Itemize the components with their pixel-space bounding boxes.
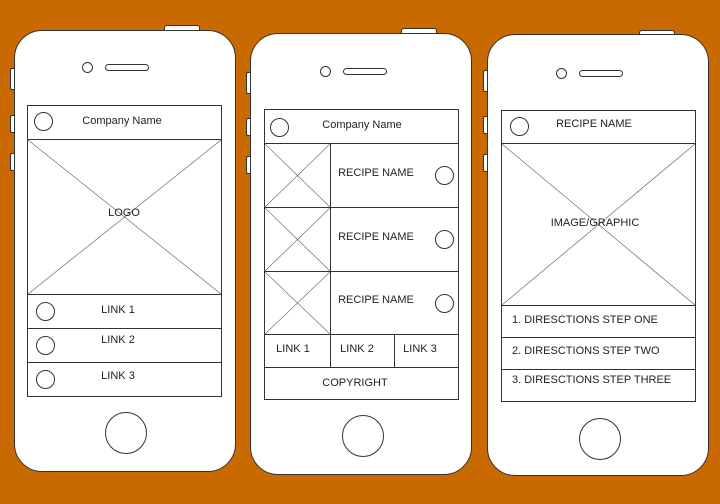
- nav-link-row[interactable]: [27, 328, 222, 363]
- footer-link-3[interactable]: LINK 3: [403, 343, 437, 355]
- recipe-thumbnail: [264, 143, 331, 208]
- page-title: RECIPE NAME: [556, 118, 632, 130]
- footer-link-1[interactable]: LINK 1: [276, 343, 310, 355]
- home-button[interactable]: [579, 418, 621, 460]
- phone-3-side-button: [483, 70, 488, 92]
- header-circle-icon: [510, 117, 529, 136]
- footer-link-2[interactable]: LINK 2: [340, 343, 374, 355]
- home-button[interactable]: [342, 415, 384, 457]
- recipe-circle-icon: [435, 166, 454, 185]
- link-2[interactable]: LINK 2: [101, 334, 135, 346]
- direction-step: 2. DIRESCTIONS STEP TWO: [512, 345, 660, 357]
- link-circle-icon: [36, 336, 55, 355]
- direction-step: 3. DIRESCTIONS STEP THREE: [512, 374, 672, 386]
- placeholder-cross-icon: [265, 272, 330, 334]
- placeholder-cross-icon: [265, 144, 330, 207]
- recipe-thumbnail: [264, 271, 331, 335]
- camera-icon: [556, 68, 567, 79]
- direction-step-row: [501, 369, 696, 402]
- placeholder-cross-icon: [28, 140, 221, 294]
- header-circle-icon: [270, 118, 289, 137]
- logo-label: LOGO: [108, 207, 140, 219]
- phone-1-top-button: [164, 25, 200, 32]
- camera-icon: [82, 62, 93, 73]
- recipe-name[interactable]: RECIPE NAME: [338, 231, 414, 243]
- direction-step: 1. DIRESCTIONS STEP ONE: [512, 314, 658, 326]
- link-circle-icon: [36, 370, 55, 389]
- logo-placeholder: [27, 139, 222, 295]
- phone-3-side-button: [483, 154, 488, 172]
- speaker-icon: [579, 70, 623, 77]
- header-bar: [501, 110, 696, 144]
- phone-1-side-button: [10, 115, 15, 133]
- phone-3-top-button: [639, 30, 675, 37]
- page-title: Company Name: [82, 115, 162, 127]
- page-title: Company Name: [322, 119, 402, 131]
- link-circle-icon: [36, 302, 55, 321]
- nav-link-row[interactable]: [27, 362, 222, 397]
- phone-1-side-button: [10, 68, 15, 90]
- nav-link-row[interactable]: [27, 294, 222, 329]
- phone-3-side-button: [483, 116, 488, 134]
- placeholder-cross-icon: [265, 208, 330, 271]
- recipe-name[interactable]: RECIPE NAME: [338, 167, 414, 179]
- speaker-icon: [343, 68, 387, 75]
- phone-2-side-button: [246, 156, 251, 174]
- copyright-bar: [264, 367, 459, 400]
- recipe-circle-icon: [435, 230, 454, 249]
- placeholder-cross-icon: [502, 144, 695, 305]
- phone-1-side-button: [10, 153, 15, 171]
- recipe-thumbnail: [264, 207, 331, 272]
- link-1[interactable]: LINK 1: [101, 304, 135, 316]
- speaker-icon: [105, 64, 149, 71]
- phone-2-top-button: [401, 28, 437, 35]
- home-button[interactable]: [105, 412, 147, 454]
- image-placeholder: [501, 143, 696, 306]
- header-bar: [264, 109, 459, 144]
- phone-2-side-button: [246, 72, 251, 94]
- camera-icon: [320, 66, 331, 77]
- copyright-text: COPYRIGHT: [322, 377, 388, 389]
- phone-2-side-button: [246, 118, 251, 136]
- link-3[interactable]: LINK 3: [101, 370, 135, 382]
- recipe-name[interactable]: RECIPE NAME: [338, 294, 414, 306]
- recipe-circle-icon: [435, 294, 454, 313]
- header-circle-icon: [34, 112, 53, 131]
- image-label: IMAGE/GRAPHIC: [550, 217, 640, 229]
